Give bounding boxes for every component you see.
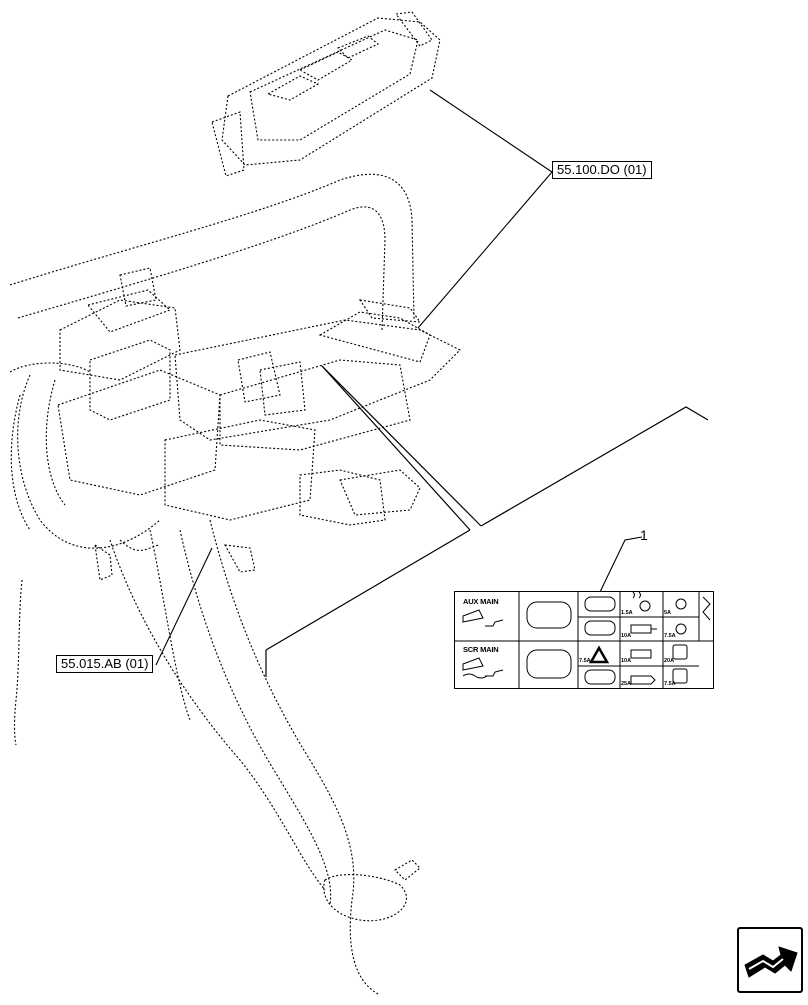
engine-preheat-icon [632, 592, 641, 599]
item-number: 1 [640, 527, 648, 543]
fuse-rating: 5A [664, 610, 672, 616]
fuse-rating: 10A [621, 633, 632, 639]
fuse-rating: 7.5A [579, 658, 591, 664]
decal-row1-label: AUX MAIN [463, 597, 499, 606]
warning-triangle-icon [588, 645, 610, 664]
fuse-rating: 7.5A [664, 633, 676, 639]
fuse-decal: AUX MAIN SCR MAIN 1.5A 5A 10A 7.5A 7.5A … [454, 591, 714, 689]
reference-callout-top[interactable]: 55.100.DO (01) [552, 161, 652, 179]
fuse-rating: 10A [621, 658, 632, 664]
fuse-rating: 20A [664, 658, 675, 664]
fuse-rating: 1.5A [621, 610, 633, 616]
wiring-harness-outline [9, 11, 461, 996]
pump-icon [630, 624, 657, 685]
leader-lines [155, 89, 643, 666]
navigation-arrow-icon[interactable] [737, 927, 803, 993]
section-outline [265, 365, 709, 677]
fuse-rating: 7.5A [664, 681, 676, 687]
fuse-rating: 25A [621, 681, 632, 687]
decal-grid [455, 592, 713, 688]
navigation-arrow-glyph [744, 946, 798, 978]
reference-callout-bottom[interactable]: 55.015.AB (01) [56, 655, 154, 673]
decal-row2-label: SCR MAIN [463, 645, 499, 654]
